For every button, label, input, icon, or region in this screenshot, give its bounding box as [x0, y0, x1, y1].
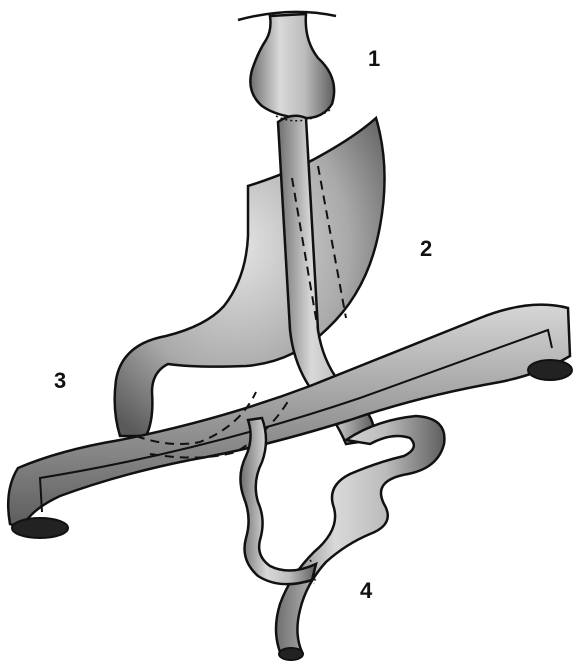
label-2: 2	[420, 236, 432, 262]
biliopancreatic-limb	[240, 418, 316, 584]
bowel-end-distal	[279, 648, 303, 660]
colon-end-left	[12, 518, 68, 538]
label-1: 1	[368, 46, 380, 72]
label-3: 3	[54, 368, 66, 394]
colon-end-right	[528, 360, 572, 380]
label-4: 4	[360, 578, 372, 604]
esophagus-pouch	[250, 14, 334, 118]
small-bowel-loop	[276, 416, 444, 652]
